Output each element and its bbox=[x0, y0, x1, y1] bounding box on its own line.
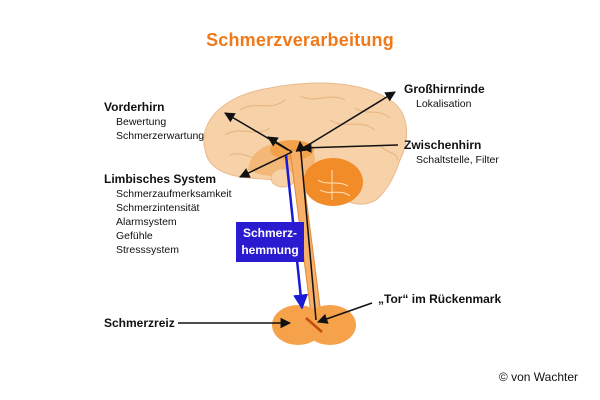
arrow-ascending bbox=[295, 140, 317, 321]
limbisch-heading: Limbisches System bbox=[104, 172, 217, 186]
gate-mark bbox=[305, 317, 323, 333]
zwischenhirn-line: Schaltstelle, Filter bbox=[416, 154, 499, 166]
spinal-cord-right bbox=[304, 305, 356, 345]
label-schmerzreiz: Schmerzreiz bbox=[104, 316, 175, 331]
schmerzreiz-heading: Schmerzreiz bbox=[104, 316, 175, 330]
grosshirnrinde-line: Lokalisation bbox=[416, 98, 472, 110]
vorderhirn-line: Bewertung bbox=[116, 116, 167, 128]
arrows bbox=[178, 91, 399, 329]
label-grosshirnrinde: Großhirnrinde Lokalisation bbox=[404, 82, 485, 111]
arrow-zwischenhirn bbox=[300, 142, 399, 153]
hemmung-line1: Schmerz- bbox=[242, 226, 298, 240]
limbisch-line: Schmerzaufmerksamkeit bbox=[116, 188, 232, 200]
limbisch-line: Alarmsystem bbox=[116, 216, 177, 228]
label-limbisch: Limbisches System Schmerzaufmerksamkeit … bbox=[104, 172, 232, 257]
hemmung-box bbox=[236, 222, 304, 262]
diagram-title: Schmerzverarbeitung bbox=[206, 30, 394, 50]
grosshirnrinde-heading: Großhirnrinde bbox=[404, 82, 485, 96]
cerebellum bbox=[303, 158, 363, 206]
limbisch-line: Schmerzintensität bbox=[116, 202, 200, 214]
arrow-tor bbox=[317, 302, 373, 324]
tor-heading: „Tor“ im Rückenmark bbox=[378, 292, 502, 306]
arrow-to-limbisch bbox=[239, 151, 293, 178]
label-tor: „Tor“ im Rückenmark bbox=[378, 292, 501, 307]
cerebellum-folds bbox=[317, 170, 351, 200]
limbisch-line: Gefühle bbox=[116, 230, 153, 242]
zwischenhirn-heading: Zwischenhirn bbox=[404, 138, 482, 152]
limbisch-line: Stresssystem bbox=[116, 244, 180, 256]
arrow-short-up bbox=[267, 136, 293, 153]
hypothalamus bbox=[270, 168, 296, 188]
arrow-to-grosshirn bbox=[299, 91, 396, 151]
label-vorderhirn: Vorderhirn Bewertung Schmerzerwartung bbox=[104, 100, 204, 143]
vorderhirn-line: Schmerzerwartung bbox=[116, 130, 205, 142]
label-zwischenhirn: Zwischenhirn Schaltstelle, Filter bbox=[404, 138, 499, 167]
vorderhirn-heading: Vorderhirn bbox=[104, 100, 165, 114]
copyright: © von Wachter bbox=[498, 370, 578, 384]
hemmung-label: Schmerz- hemmung bbox=[236, 222, 304, 262]
brain-gyri bbox=[224, 95, 399, 161]
hemmung-line2: hemmung bbox=[241, 243, 299, 257]
